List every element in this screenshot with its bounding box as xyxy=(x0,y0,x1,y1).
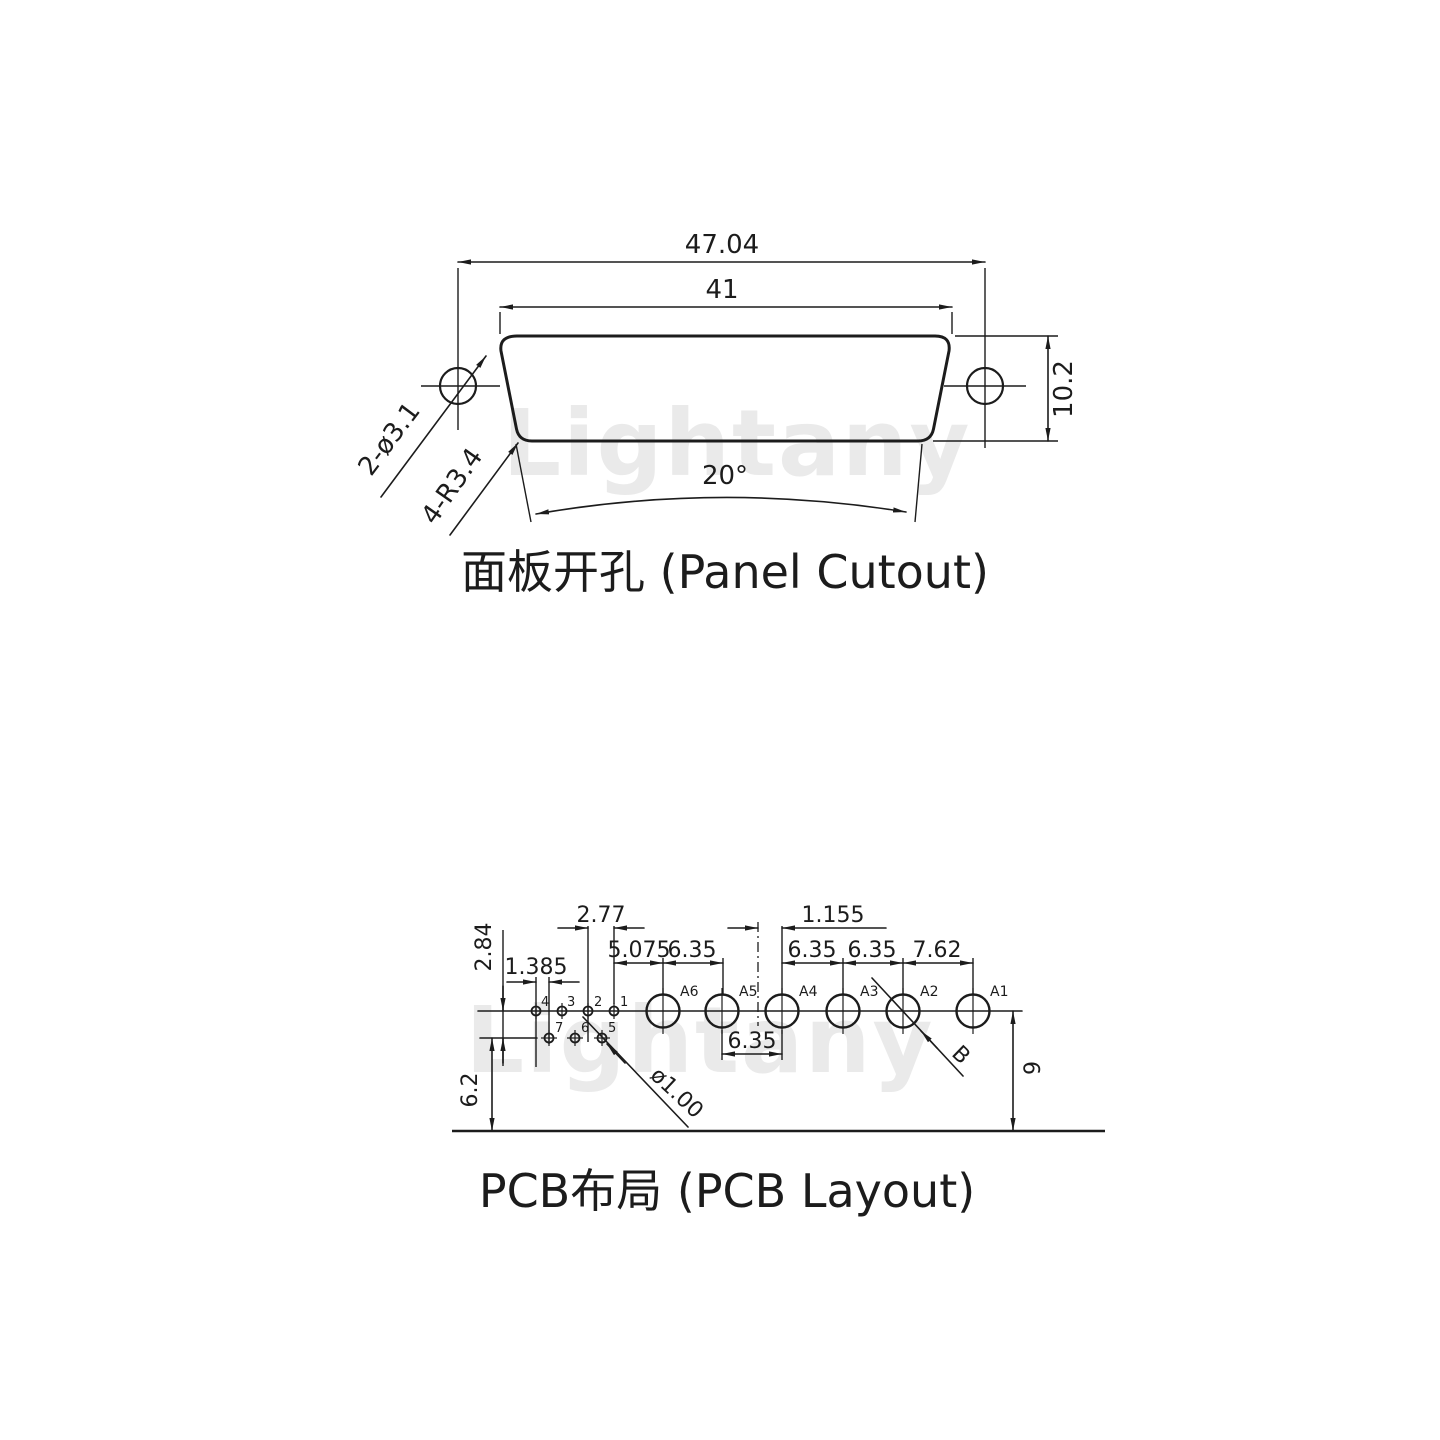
coax-label: A5 xyxy=(739,984,757,1000)
coax-label: A4 xyxy=(799,984,818,1000)
dim-row2-to-edge-value: 6.2 xyxy=(458,1073,483,1108)
dim-overall-width: 47.04 xyxy=(457,230,986,448)
pcb-layout-drawing: Lightany 4 3 2 1 7 xyxy=(452,903,1105,1218)
dim-a4-a3-value: 6.35 xyxy=(788,938,837,963)
screw-hole-right xyxy=(944,366,1026,406)
pin-number: 2 xyxy=(594,995,602,1010)
angle-arc xyxy=(535,496,907,515)
screw-hole-callout-value: 2-ø3.1 xyxy=(353,397,427,481)
coax-diameter-value: B xyxy=(946,1041,974,1069)
signal-pin-1: 1 xyxy=(608,995,628,1019)
pin-number: 7 xyxy=(555,1021,563,1036)
dim-a6-a5-value: 6.35 xyxy=(668,938,717,963)
dim-row2-to-edge: 6.2 xyxy=(458,1037,495,1132)
dim-pin-pitch-value: 2.77 xyxy=(577,903,626,928)
dim-cutout-width: 41 xyxy=(499,275,953,334)
coax-label: A3 xyxy=(860,984,878,1000)
leader-line xyxy=(871,977,964,1077)
dim-row-offset-value: 1.385 xyxy=(505,955,568,980)
screw-hole-left xyxy=(421,366,500,406)
dim-cutout-height: 10.2 xyxy=(933,335,1079,442)
signal-pin-3: 3 xyxy=(556,995,575,1019)
dim-a1-to-edge-value: 9 xyxy=(1021,1061,1046,1075)
dim-chain-right: 6.35 6.35 7.62 xyxy=(781,938,974,995)
dim-center-to-a4-value: 1.155 xyxy=(802,903,865,928)
dim-chain-left: 5.075 6.35 xyxy=(608,938,724,995)
extension-line xyxy=(515,443,532,523)
dim-row-offset: 1.385 xyxy=(505,955,580,1067)
leader-line xyxy=(380,355,487,498)
coax-hole-a5: A5 xyxy=(704,984,757,1034)
dsub-cutout-outline xyxy=(499,334,951,443)
pin-number: 1 xyxy=(620,995,628,1010)
panel-cutout-title: 面板开孔 (Panel Cutout) xyxy=(461,545,989,599)
corner-radius-callout-value: 4-R3.4 xyxy=(416,443,490,530)
watermark-logo-top: Lightany xyxy=(502,390,971,497)
dim-a2-a1-value: 7.62 xyxy=(913,938,962,963)
dim-overall-width-value: 47.04 xyxy=(685,230,759,260)
dim-draft-angle: 20° xyxy=(515,443,923,523)
dim-a3-a2-value: 6.35 xyxy=(848,938,897,963)
dim-center-to-a4: 1.155 xyxy=(727,903,887,1026)
extension-line xyxy=(914,443,923,523)
watermark-logo-bottom: Lightany xyxy=(465,987,934,1094)
dim-cutout-height-value: 10.2 xyxy=(1049,360,1079,418)
leader-line xyxy=(449,442,519,536)
dim-cutout-width-value: 41 xyxy=(705,275,738,305)
panel-cutout-drawing: Lightany 47.04 41 2-ø3.1 xyxy=(353,230,1079,599)
coax-label: A6 xyxy=(680,984,699,1000)
signal-pin-6: 6 xyxy=(567,1021,589,1046)
coax-label: A2 xyxy=(920,984,938,1000)
pin-number: 4 xyxy=(541,995,549,1010)
pcb-layout-title: PCB布局 (PCB Layout) xyxy=(479,1164,975,1218)
coax-label: A1 xyxy=(990,984,1008,1000)
dim-pin1-to-a6-value: 5.075 xyxy=(608,938,671,963)
leader-arrow xyxy=(606,1043,626,1064)
dim-draft-angle-value: 20° xyxy=(702,461,748,491)
dim-row-spacing: 2.84 xyxy=(472,923,506,1066)
dim-a5-a4-value: 6.35 xyxy=(728,1029,777,1054)
coax-hole-a1: A1 xyxy=(955,984,1008,1034)
pin-number: 5 xyxy=(608,1021,616,1036)
pin-number: 6 xyxy=(581,1021,589,1036)
leader-arrow xyxy=(920,1030,938,1049)
dim-a1-to-edge: 9 xyxy=(1010,1010,1046,1132)
dim-a5-a4: 6.35 xyxy=(721,1029,783,1060)
leader-line xyxy=(582,1016,689,1128)
dim-row-spacing-value: 2.84 xyxy=(472,923,497,972)
pin-number: 3 xyxy=(567,995,575,1010)
